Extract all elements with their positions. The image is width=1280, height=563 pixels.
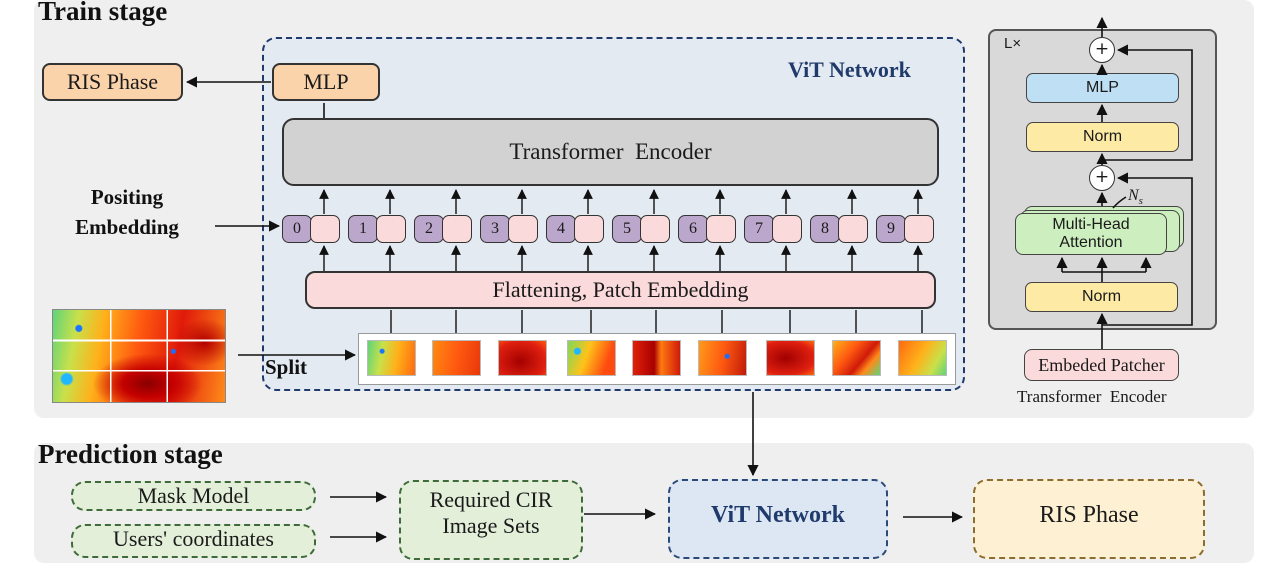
- position-index-6: 6: [678, 215, 708, 243]
- mlp-box: MLP: [272, 63, 380, 101]
- embeded-patcher-box: Embeded Patcher: [1024, 349, 1179, 381]
- position-index-5: 5: [612, 215, 642, 243]
- position-index-9: 9: [876, 215, 906, 243]
- patch-image-7: [766, 340, 815, 376]
- residual-add-middle: +: [1089, 165, 1115, 191]
- encoder-caption: Transformer Encoder: [1017, 387, 1167, 406]
- users-coordinates-box: Users' coordinates: [71, 524, 316, 558]
- patch-token-7: [772, 215, 802, 243]
- patch-token-3: [508, 215, 538, 243]
- layers-label: L×: [1004, 35, 1022, 52]
- residual-add-top: +: [1089, 37, 1115, 63]
- position-index-4: 4: [546, 215, 576, 243]
- patch-image-4: [567, 340, 616, 376]
- position-index-3: 3: [480, 215, 510, 243]
- encoder-norm-top: Norm: [1026, 122, 1179, 152]
- position-index-8: 8: [810, 215, 840, 243]
- patch-image-6: [698, 340, 747, 376]
- patch-token-9: [904, 215, 934, 243]
- transformer-encoder-box: Transformer Encoder: [282, 118, 939, 186]
- patch-token-5: [640, 215, 670, 243]
- position-index-1: 1: [348, 215, 378, 243]
- patch-token-2: [442, 215, 472, 243]
- patch-token-0: [310, 215, 340, 243]
- patch-token-1: [376, 215, 406, 243]
- prediction-stage-title: Prediction stage: [38, 439, 223, 469]
- ns-label-base: N: [1128, 187, 1139, 204]
- heatmap-grid-lines: [53, 310, 225, 402]
- encoder-mlp-box: MLP: [1026, 73, 1179, 103]
- flattening-patch-embedding-box: Flattening, Patch Embedding: [305, 271, 936, 309]
- patch-token-6: [706, 215, 736, 243]
- multi-head-attention-box: Multi-Head Attention: [1015, 213, 1167, 255]
- split-label: Split: [265, 355, 308, 379]
- patch-token-8: [838, 215, 868, 243]
- ns-label: Ns: [1128, 187, 1143, 207]
- positing-embedding-label: Positing Embedding: [75, 185, 179, 240]
- position-index-0: 0: [282, 215, 312, 243]
- train-stage-title: Train stage: [38, 0, 168, 26]
- ris-phase-box: RIS Phase: [42, 63, 183, 101]
- patch-image-8: [832, 340, 881, 376]
- required-cir-box: Required CIR Image Sets: [399, 480, 583, 560]
- patch-image-1: [367, 340, 416, 376]
- patch-image-2: [432, 340, 481, 376]
- position-index-2: 2: [414, 215, 444, 243]
- patch-image-5: [632, 340, 681, 376]
- vit-network-prediction-box: ViT Network: [668, 479, 888, 559]
- ris-phase-prediction-box: RIS Phase: [973, 479, 1205, 559]
- patch-image-3: [498, 340, 547, 376]
- vit-network-label: ViT Network: [788, 57, 911, 82]
- cir-heatmap-image: [52, 309, 226, 403]
- patch-token-4: [574, 215, 604, 243]
- encoder-norm-bottom: Norm: [1025, 282, 1178, 312]
- mask-model-box: Mask Model: [71, 481, 316, 511]
- patch-image-9: [898, 340, 947, 376]
- position-index-7: 7: [744, 215, 774, 243]
